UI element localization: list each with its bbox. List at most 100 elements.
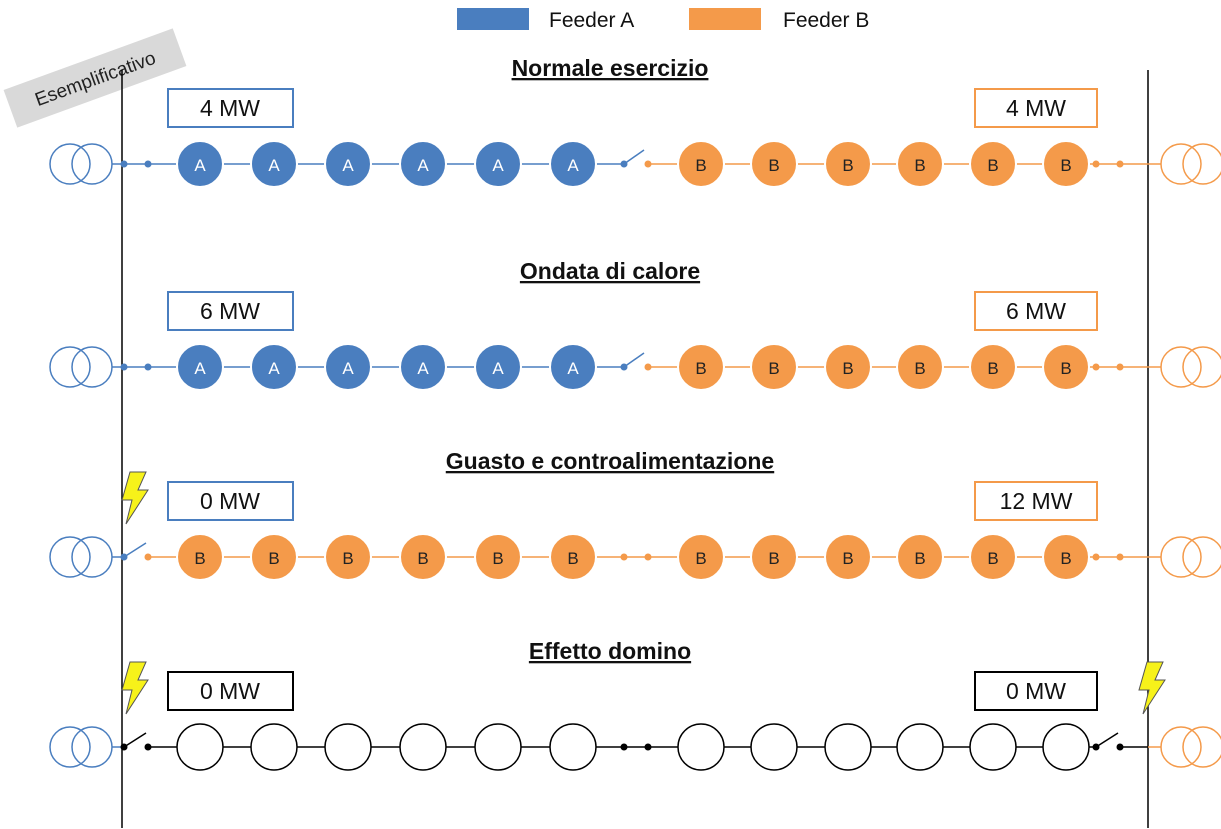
legend-label-feeder-b: Feeder B bbox=[783, 9, 869, 32]
left-node bbox=[176, 533, 224, 581]
right-transformer-winding-2 bbox=[1182, 726, 1221, 768]
left-node-label: A bbox=[268, 156, 280, 175]
right-node bbox=[896, 723, 944, 771]
left-node-label: B bbox=[417, 549, 428, 568]
right-node-label: B bbox=[914, 156, 925, 175]
right-node bbox=[1042, 723, 1090, 771]
left-load-box bbox=[167, 291, 294, 331]
left-node bbox=[324, 533, 372, 581]
right-node bbox=[677, 723, 725, 771]
left-fault-bolt-icon bbox=[121, 471, 149, 525]
left-node bbox=[250, 533, 298, 581]
right-node-label: B bbox=[842, 156, 853, 175]
right-node-label: B bbox=[768, 359, 779, 378]
scenario-3: Guasto e controalimentazione 0 MW 12 MW B B B… bbox=[49, 448, 1221, 581]
left-node bbox=[324, 343, 372, 391]
left-node bbox=[399, 343, 447, 391]
left-fault-bolt-icon bbox=[121, 661, 149, 715]
right-node-label: B bbox=[914, 549, 925, 568]
left-node bbox=[399, 140, 447, 188]
right-transformer-winding-1 bbox=[1160, 346, 1202, 388]
right-load-box bbox=[974, 481, 1098, 521]
tie-switch-blade bbox=[623, 352, 645, 368]
left-transformer-winding-1 bbox=[49, 536, 91, 578]
right-node bbox=[1042, 140, 1090, 188]
right-node bbox=[969, 533, 1017, 581]
left-node bbox=[474, 140, 522, 188]
right-node bbox=[896, 533, 944, 581]
right-node bbox=[677, 343, 725, 391]
left-node-label: A bbox=[492, 359, 504, 378]
left-node-label: B bbox=[342, 549, 353, 568]
left-transformer-winding-2 bbox=[71, 346, 113, 388]
right-load-box bbox=[974, 671, 1098, 711]
stamp-background bbox=[3, 28, 187, 128]
legend-swatch-feeder-a bbox=[457, 8, 529, 30]
legend-swatch-feeder-b bbox=[689, 8, 761, 30]
tie-switch-blade bbox=[623, 149, 645, 165]
right-transformer-winding-1 bbox=[1160, 536, 1202, 578]
left-node-label: B bbox=[194, 549, 205, 568]
left-node-label: B bbox=[567, 549, 578, 568]
right-node-label: B bbox=[695, 549, 706, 568]
legend: Feeder A Feeder B bbox=[457, 8, 869, 32]
right-node bbox=[750, 343, 798, 391]
right-node-label: B bbox=[987, 359, 998, 378]
left-node-label: A bbox=[342, 359, 354, 378]
right-node-label: B bbox=[695, 359, 706, 378]
right-node bbox=[969, 343, 1017, 391]
legend-label-feeder-a: Feeder A bbox=[549, 9, 634, 32]
left-node bbox=[474, 343, 522, 391]
right-transformer-winding-2 bbox=[1182, 536, 1221, 578]
left-node bbox=[324, 140, 372, 188]
left-node-label: A bbox=[194, 156, 206, 175]
right-node bbox=[896, 343, 944, 391]
right-transformer-winding-2 bbox=[1182, 143, 1221, 185]
left-transformer-winding-1 bbox=[49, 726, 91, 768]
right-node bbox=[824, 723, 872, 771]
right-node-label: B bbox=[842, 549, 853, 568]
right-node-label: B bbox=[768, 156, 779, 175]
right-node bbox=[824, 343, 872, 391]
right-fault-bolt-icon bbox=[1138, 661, 1166, 715]
right-load-box bbox=[974, 88, 1098, 128]
right-node-label: B bbox=[987, 156, 998, 175]
right-node-label: B bbox=[768, 549, 779, 568]
right-transformer-winding-1 bbox=[1160, 143, 1202, 185]
left-load-box bbox=[167, 88, 294, 128]
right-load-value: 12 MW bbox=[1000, 488, 1073, 514]
right-node bbox=[969, 723, 1017, 771]
left-breaker-blade bbox=[123, 732, 147, 748]
left-node-label: A bbox=[268, 359, 280, 378]
right-node-label: B bbox=[695, 156, 706, 175]
right-node-label: B bbox=[987, 549, 998, 568]
left-node bbox=[549, 723, 597, 771]
right-node bbox=[969, 140, 1017, 188]
left-node bbox=[474, 723, 522, 771]
right-load-box bbox=[974, 291, 1098, 331]
right-node bbox=[750, 723, 798, 771]
left-node-label: B bbox=[492, 549, 503, 568]
left-node bbox=[474, 533, 522, 581]
left-load-value: 4 MW bbox=[200, 95, 260, 121]
right-node-label: B bbox=[1060, 549, 1071, 568]
left-node bbox=[176, 140, 224, 188]
left-node-label: A bbox=[567, 156, 579, 175]
left-load-value: 0 MW bbox=[200, 488, 260, 514]
right-node-label: B bbox=[914, 359, 925, 378]
left-transformer-winding-2 bbox=[71, 536, 113, 578]
scenario-title: Guasto e controalimentazione bbox=[446, 448, 774, 474]
scenario-title: Ondata di calore bbox=[520, 258, 700, 284]
left-node bbox=[549, 140, 597, 188]
scenario-title: Effetto domino bbox=[529, 638, 691, 664]
left-load-box bbox=[167, 481, 294, 521]
left-node bbox=[549, 343, 597, 391]
right-node-label: B bbox=[1060, 156, 1071, 175]
sample-stamp: Esemplificativo bbox=[3, 28, 187, 128]
right-node bbox=[750, 533, 798, 581]
right-node bbox=[677, 140, 725, 188]
